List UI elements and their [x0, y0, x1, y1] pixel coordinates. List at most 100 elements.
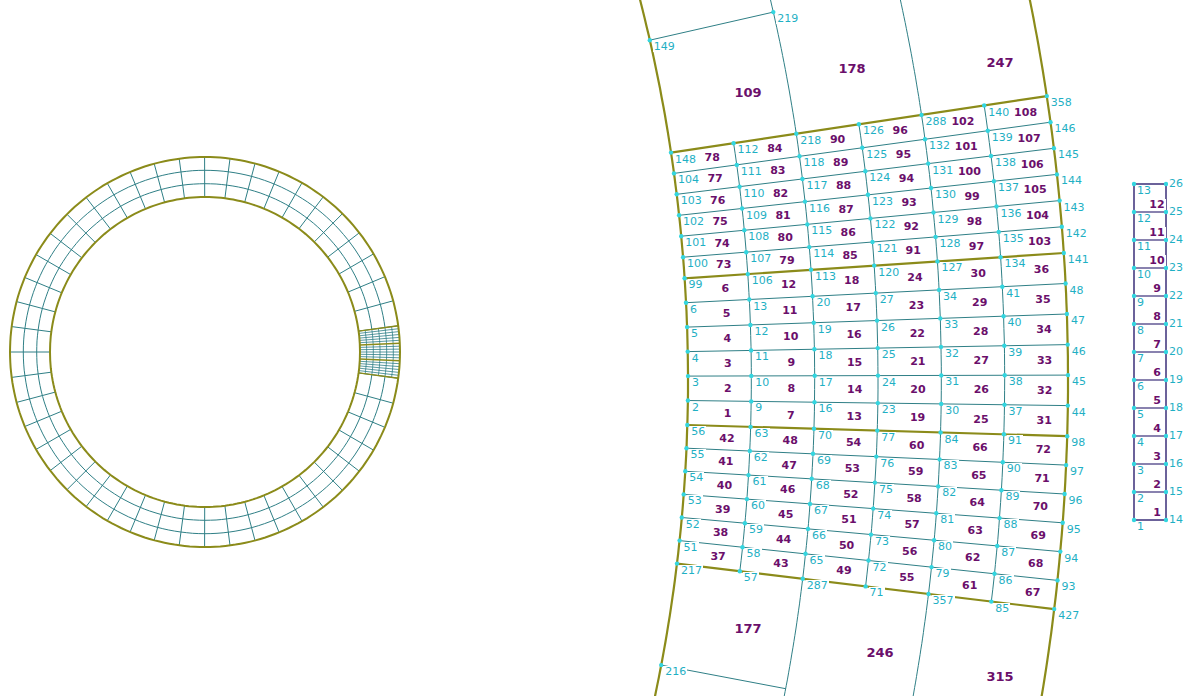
mesh-node-dot [809, 268, 813, 272]
mesh-node-dot [679, 234, 683, 238]
element-number: 97 [968, 241, 985, 252]
node-number: 82 [941, 487, 957, 498]
ring-mesh-line [25, 278, 62, 293]
mesh-node-dot [926, 592, 930, 596]
element-number: 74 [713, 238, 730, 249]
node-number: 47 [1070, 315, 1086, 326]
node-number: 6 [689, 304, 698, 315]
element-number: 89 [832, 157, 849, 168]
mesh-arc [899, 0, 922, 115]
mesh-node-dot [648, 38, 652, 42]
ring-mesh-line [339, 430, 374, 450]
node-number: 287 [806, 580, 829, 591]
mesh-node-dot [669, 150, 673, 154]
node-number: 139 [991, 132, 1014, 143]
node-number: 90 [1006, 463, 1022, 474]
ring-mesh-line [17, 392, 56, 402]
mesh-node-dot [933, 235, 937, 239]
element-number: 53 [844, 463, 861, 474]
element-number: 2 [723, 383, 733, 394]
mesh-node-dot [812, 427, 816, 431]
node-number: 97 [1069, 466, 1085, 477]
mesh-node-dot [926, 161, 930, 165]
ring-outer-boundary [10, 157, 400, 547]
node-number: 19 [817, 324, 833, 335]
ring-mesh-line [25, 411, 62, 426]
element-number: 76 [709, 195, 726, 206]
node-number: 98 [1070, 437, 1086, 448]
element-number: 96 [892, 125, 909, 136]
mesh-node-dot [685, 325, 689, 329]
ring-mesh-line [130, 495, 145, 532]
element-number: 1 [723, 408, 733, 419]
ring-inner-boundary [50, 197, 360, 507]
element-number: 8 [787, 383, 797, 394]
mesh-node-dot [997, 516, 1001, 520]
mesh-node-dot [923, 137, 927, 141]
node-number: 70 [817, 430, 833, 441]
element-number: 75 [711, 216, 728, 227]
node-number: 83 [943, 460, 959, 471]
element-number: 39 [714, 504, 731, 515]
ring-mesh-line [204, 507, 205, 547]
mesh-node-dot [932, 538, 936, 542]
node-number: 91 [1007, 435, 1023, 446]
element-number: 103 [1027, 236, 1052, 247]
ring-mesh-line [264, 495, 279, 532]
node-number: 87 [1000, 547, 1016, 558]
mesh-node-dot [1003, 373, 1007, 377]
mesh-node-dot [992, 179, 996, 183]
mesh-node-dot [989, 599, 993, 603]
element-number: 16 [845, 329, 862, 340]
node-number: 100 [686, 258, 709, 269]
element-number: 59 [907, 466, 924, 477]
element-number: 33 [1036, 355, 1053, 366]
mesh-node-dot [939, 345, 943, 349]
element-number: 49 [835, 565, 852, 576]
element-number: 107 [1017, 133, 1042, 144]
mesh-node-dot [871, 506, 875, 510]
element-number: 62 [964, 552, 981, 563]
element-number: 40 [716, 480, 733, 491]
mesh-node-dot [682, 276, 686, 280]
mesh-node-dot [684, 446, 688, 450]
mesh-node-dot [1060, 225, 1064, 229]
element-number: 34 [1035, 324, 1052, 335]
node-number: 44 [1071, 407, 1087, 418]
node-number: 25 [1168, 206, 1184, 217]
mesh-node-dot [748, 449, 752, 453]
node-number: 4 [691, 353, 700, 364]
mesh-node-dot [919, 113, 923, 117]
mesh-node-dot [1061, 521, 1065, 525]
node-number: 122 [873, 219, 896, 230]
element-number: 100 [957, 166, 982, 177]
mesh-node-dot [801, 577, 805, 581]
mesh-node-dot [808, 502, 812, 506]
node-number: 14 [1168, 514, 1184, 525]
element-number: 3 [723, 358, 733, 369]
element-number: 93 [900, 197, 917, 208]
node-number: 81 [939, 514, 955, 525]
node-number: 104 [677, 174, 700, 185]
mesh-node-dot [803, 552, 807, 556]
node-number: 131 [931, 165, 954, 176]
mesh-node-dot [745, 497, 749, 501]
mesh-node-dot [857, 122, 861, 126]
node-number: 117 [805, 180, 828, 191]
mesh-node-dot [681, 255, 685, 259]
mesh-node-dot [740, 206, 744, 210]
node-number: 3 [691, 377, 700, 388]
node-number: 12 [753, 326, 769, 337]
mesh-node-dot [1062, 251, 1066, 255]
node-number: 107 [749, 253, 772, 264]
mesh-node-dot [875, 318, 879, 322]
ring-refined-line [360, 340, 400, 342]
node-number: 219 [776, 13, 799, 24]
mesh-node-dot [749, 399, 753, 403]
element-number: 69 [1030, 530, 1047, 541]
element-number: 177 [733, 622, 762, 635]
ring-mesh-line [355, 301, 394, 312]
mesh-node-dot [1065, 312, 1069, 316]
node-number: 60 [750, 500, 766, 511]
